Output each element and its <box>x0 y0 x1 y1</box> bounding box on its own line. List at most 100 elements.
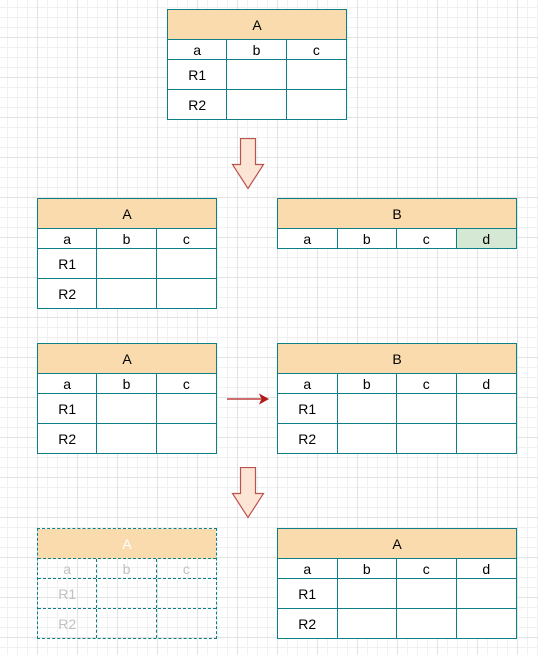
col-header-b: b <box>97 229 157 248</box>
row-label-r2: R2 <box>278 424 338 453</box>
table-cell <box>338 394 397 423</box>
row-label-r2: R2 <box>38 609 98 638</box>
table-cell <box>397 609 457 638</box>
table-cell <box>338 424 397 453</box>
table-row: R1 <box>38 579 216 609</box>
row-label-r1: R1 <box>38 249 98 278</box>
table-cell <box>97 579 157 608</box>
table-title: A <box>278 529 516 559</box>
table-title: A <box>38 199 216 229</box>
table-row: R2 <box>38 279 216 308</box>
col-header-c: c <box>182 230 190 247</box>
table-cell <box>227 60 287 89</box>
header-row: a b c <box>168 40 346 60</box>
header-row: a b c <box>38 559 216 579</box>
table-cell <box>97 394 157 423</box>
table-b-filled: B a b c d R1 R2 <box>277 343 517 454</box>
col-header-a: a <box>278 374 338 393</box>
table-cell <box>397 579 457 608</box>
table-row: R2 <box>278 609 516 638</box>
col-header-c: c <box>397 229 457 248</box>
table-title: A <box>38 529 216 559</box>
table-a-copy: A a b c R1 R2 <box>37 198 217 309</box>
down-arrow-2 <box>231 467 265 519</box>
row-label-r1: R1 <box>278 579 338 608</box>
table-cell <box>457 424 517 453</box>
row-label-r2: R2 <box>38 279 98 308</box>
col-header-c: c <box>397 559 457 578</box>
table-cell <box>97 279 157 308</box>
header-row: a b c d <box>278 374 516 394</box>
table-a-removed: A a b c R1 R2 <box>37 528 217 639</box>
header-row: a b c <box>38 229 216 249</box>
col-header-b: b <box>97 374 157 393</box>
col-header-a: a <box>278 229 338 248</box>
table-cell <box>457 609 517 638</box>
header-row: a b c d <box>278 559 516 579</box>
down-arrow-1 <box>231 138 265 190</box>
copy-arrow <box>227 393 270 405</box>
col-header-a: a <box>278 559 338 578</box>
table-cell <box>457 579 517 608</box>
col-header-c: c <box>182 560 190 577</box>
table-b-schema: B a b c d <box>277 198 517 249</box>
table-cell <box>157 424 216 453</box>
header-row: a b c <box>38 374 216 394</box>
table-row: R1 <box>38 249 216 279</box>
row-label-r1: R1 <box>278 394 338 423</box>
table-row: R2 <box>278 424 516 453</box>
table-row: R2 <box>168 90 346 119</box>
table-a-source: A a b c R1 R2 <box>37 343 217 454</box>
table-row: R1 <box>278 579 516 609</box>
col-header-d: d <box>482 560 491 577</box>
table-title: A <box>168 10 346 40</box>
col-header-b: b <box>97 559 157 578</box>
row-label-r2: R2 <box>278 609 338 638</box>
table-cell <box>338 579 397 608</box>
table-row: R1 <box>278 394 516 424</box>
col-header-a: a <box>38 229 98 248</box>
row-label-r1: R1 <box>38 394 98 423</box>
table-cell <box>97 424 157 453</box>
col-header-b: b <box>338 559 397 578</box>
table-cell <box>97 249 157 278</box>
col-header-c: c <box>182 375 190 392</box>
header-row: a b c d <box>278 229 516 248</box>
col-header-c: c <box>312 41 320 58</box>
table-cell <box>157 249 216 278</box>
table-title: B <box>278 199 516 229</box>
col-header-a: a <box>38 374 98 393</box>
table-cell <box>338 609 397 638</box>
col-header-a: a <box>168 40 228 59</box>
col-header-c: c <box>397 374 457 393</box>
table-title: B <box>278 344 516 374</box>
table-title: A <box>38 344 216 374</box>
table-cell <box>157 279 216 308</box>
row-label-r1: R1 <box>38 579 98 608</box>
table-row: R2 <box>38 424 216 453</box>
table-cell <box>397 424 457 453</box>
table-cell <box>157 394 216 423</box>
table-cell <box>97 609 157 638</box>
table-cell <box>157 579 216 608</box>
table-cell <box>397 394 457 423</box>
table-cell <box>457 394 517 423</box>
table-cell <box>157 609 216 638</box>
row-label-r1: R1 <box>168 60 228 89</box>
table-cell <box>287 90 346 119</box>
table-row: R2 <box>38 609 216 638</box>
col-header-b: b <box>338 374 397 393</box>
table-row: R1 <box>38 394 216 424</box>
row-label-r2: R2 <box>38 424 98 453</box>
col-header-d: d <box>482 375 491 392</box>
table-a-final: A a b c d R1 R2 <box>277 528 517 639</box>
col-header-b: b <box>338 229 397 248</box>
table-row: R1 <box>168 60 346 90</box>
col-header-a: a <box>38 559 98 578</box>
row-label-r2: R2 <box>168 90 228 119</box>
table-cell <box>287 60 346 89</box>
table-a-original: A a b c R1 R2 <box>167 9 347 120</box>
table-cell <box>227 90 287 119</box>
col-header-b: b <box>227 40 287 59</box>
col-header-d-new: d <box>456 229 516 248</box>
